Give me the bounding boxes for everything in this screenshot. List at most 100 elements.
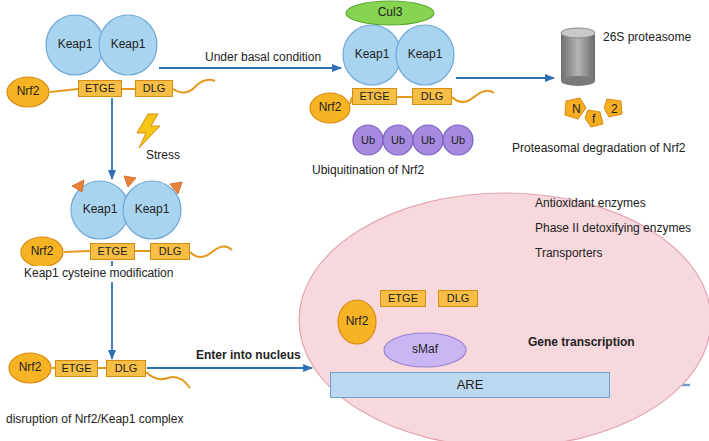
node-text: Antioxidant enzymes bbox=[535, 197, 646, 210]
stress-lightning bbox=[137, 114, 160, 148]
node-text: Transporters bbox=[535, 247, 603, 260]
node-text: DLG bbox=[115, 362, 138, 374]
ubiquitin: Ub bbox=[352, 124, 384, 156]
edge-label: Enter into nucleus bbox=[196, 349, 301, 363]
caption-label: disruption of Nrf2/Keap1 complex bbox=[6, 413, 183, 427]
nrf2-protein: Nrf2 bbox=[337, 299, 377, 345]
peptide-line bbox=[350, 91, 494, 104]
cul3-protein: Cul3 bbox=[345, 0, 435, 26]
nrf2-protein: Nrf2 bbox=[20, 236, 64, 268]
node-text: Ub bbox=[361, 134, 375, 146]
node-text: Nrf2 bbox=[346, 315, 369, 328]
node-text: Cul3 bbox=[378, 6, 403, 19]
modification-triangle bbox=[72, 180, 84, 192]
outline bbox=[384, 333, 466, 367]
keap1-protein: Keap1 bbox=[395, 24, 455, 86]
node-text: Nrf2 bbox=[319, 101, 342, 114]
node-text: Nrf2 bbox=[19, 361, 42, 374]
outline bbox=[46, 15, 104, 75]
outline bbox=[353, 125, 383, 155]
node-text: DLG bbox=[159, 245, 182, 257]
domain-box: ETGE bbox=[90, 243, 135, 260]
modification-triangle bbox=[170, 182, 182, 194]
fragment bbox=[604, 99, 622, 117]
ubiquitin: Ub bbox=[442, 124, 474, 156]
outline bbox=[123, 181, 181, 239]
outline bbox=[9, 353, 51, 383]
proteasome-cylinder bbox=[557, 25, 601, 89]
arrow-connector bbox=[111, 98, 113, 179]
nrf2-protein: Nrf2 bbox=[8, 352, 52, 384]
peptide-fragments bbox=[565, 98, 622, 127]
node-text: Keap1 bbox=[135, 203, 170, 216]
cysteine-modification-marks bbox=[72, 176, 182, 194]
node-text: DLG bbox=[447, 292, 470, 304]
outline bbox=[299, 193, 709, 441]
node-text: Keap1 bbox=[111, 38, 146, 51]
edge-label: Stress bbox=[146, 149, 180, 163]
keap1-protein: Keap1 bbox=[122, 180, 182, 240]
caption-label: 2 bbox=[611, 103, 618, 117]
caption-label: Proteasomal degradation of Nrf2 bbox=[512, 142, 685, 156]
caption-label: Gene transcription bbox=[528, 336, 635, 350]
node-text: Nrf2 bbox=[31, 245, 54, 258]
arrow-connector bbox=[147, 367, 312, 369]
node-text: Keap1 bbox=[58, 38, 93, 51]
node-text: ETGE bbox=[388, 292, 418, 304]
caption-label: f bbox=[592, 113, 595, 127]
outline bbox=[443, 125, 473, 155]
node-text: ARE bbox=[457, 378, 484, 392]
node-text: ETGE bbox=[98, 245, 128, 257]
fragment bbox=[565, 98, 586, 119]
cylinder-top bbox=[561, 28, 595, 38]
node-text: Phase II detoxifying enzymes bbox=[535, 222, 691, 235]
node-text: ETGE bbox=[62, 362, 92, 374]
node-text: sMaf bbox=[412, 343, 438, 356]
domain-box: ETGE bbox=[78, 80, 122, 97]
domain-box: ETGE bbox=[55, 360, 98, 377]
domain-box: DLG bbox=[150, 243, 190, 260]
domain-box: DLG bbox=[135, 80, 173, 97]
caption-label: N bbox=[572, 103, 581, 117]
cylinder-base bbox=[561, 76, 595, 86]
node-text: Keap1 bbox=[408, 48, 443, 61]
outline bbox=[71, 181, 129, 239]
node-text: Keap1 bbox=[83, 203, 118, 216]
outline bbox=[413, 125, 443, 155]
are-element: ARE bbox=[330, 372, 610, 398]
arrow-connector bbox=[159, 67, 341, 69]
keap1-protein: Keap1 bbox=[98, 14, 158, 76]
caption-label: Keap1 cysteine modification bbox=[22, 266, 175, 282]
domain-box: DLG bbox=[438, 290, 478, 307]
domain-box: DLG bbox=[106, 360, 146, 377]
smaf-protein: sMaf bbox=[383, 332, 467, 368]
outline bbox=[310, 93, 350, 123]
outline bbox=[396, 25, 454, 85]
keap1-protein: Keap1 bbox=[70, 180, 130, 240]
node-text: ETGE bbox=[85, 82, 115, 94]
node-text: ETGE bbox=[360, 90, 390, 102]
outline bbox=[21, 237, 63, 267]
keap1-protein: Keap1 bbox=[342, 24, 402, 86]
node-text: Ub bbox=[451, 134, 465, 146]
domain-box: DLG bbox=[412, 88, 452, 105]
outline bbox=[338, 300, 376, 344]
caption-label: Ubiquitination of Nrf2 bbox=[312, 164, 424, 178]
node-text: Ub bbox=[391, 134, 405, 146]
node-text: DLG bbox=[421, 90, 444, 102]
nucleus: Antioxidant enzymesPhase II detoxifying … bbox=[298, 192, 709, 441]
modification-triangle bbox=[124, 176, 136, 187]
nrf2-protein: Nrf2 bbox=[6, 76, 50, 108]
node-text: Ub bbox=[421, 134, 435, 146]
cylinder-body bbox=[561, 33, 595, 81]
outline bbox=[383, 125, 413, 155]
outline bbox=[343, 25, 401, 85]
fragment bbox=[585, 110, 603, 127]
edge-label: Under basal condition bbox=[205, 51, 321, 65]
domain-box: ETGE bbox=[352, 88, 397, 105]
node-text: 26S proteasome bbox=[603, 31, 691, 44]
domain-box: ETGE bbox=[380, 290, 426, 307]
node-text: Keap1 bbox=[355, 48, 390, 61]
proteasome: 26S proteasome bbox=[555, 25, 705, 90]
